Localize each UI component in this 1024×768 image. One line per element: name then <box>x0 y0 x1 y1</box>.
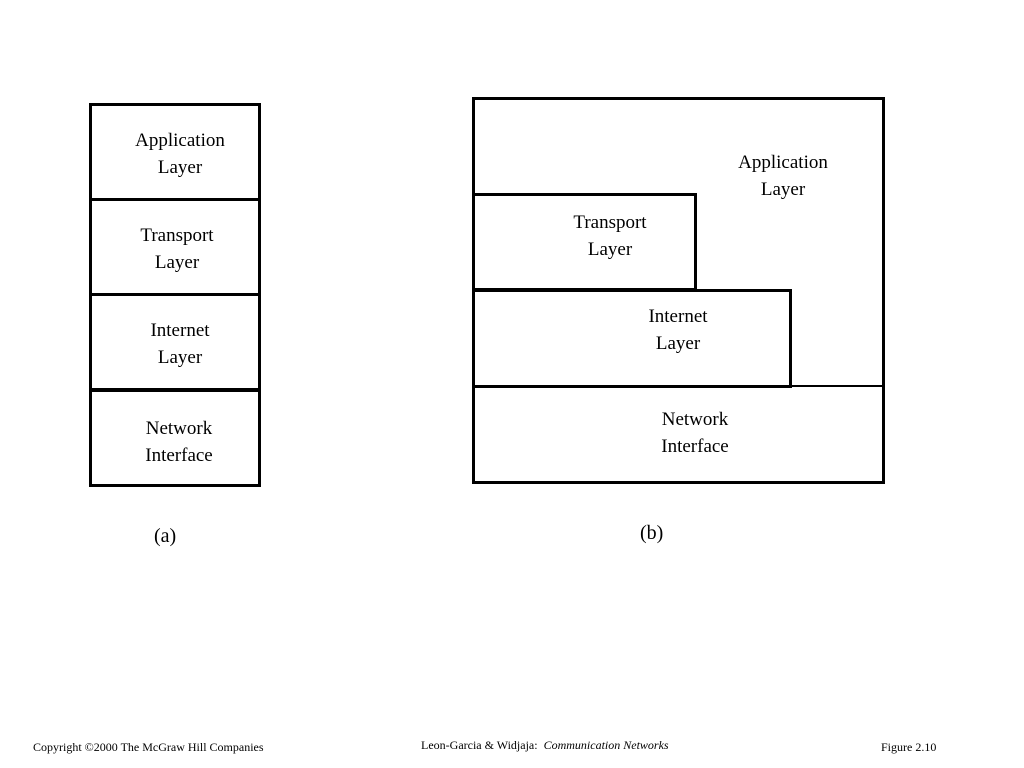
label-a-application: Application Layer <box>135 130 225 178</box>
label-a-network: Network Interface <box>145 418 213 466</box>
label-b-transport: Transport Layer <box>573 212 647 260</box>
layer-box-b-transport <box>472 193 697 291</box>
layer-box-b-network <box>472 385 885 484</box>
layer-box-transport <box>89 198 261 296</box>
caption-b: (b) <box>640 522 664 544</box>
label-a-transport: Transport Layer <box>140 225 214 273</box>
label-b-application: Application Layer <box>738 152 828 200</box>
label-b-internet: Internet Layer <box>648 306 708 354</box>
layer-box-application <box>89 103 261 201</box>
layer-box-b-internet <box>472 289 792 388</box>
footer-book-title: Communication Networks <box>543 738 669 752</box>
label-b-network: Network Interface <box>661 409 729 457</box>
footer-citation: Leon-Garcia & Widjaja: Communication Net… <box>421 738 669 753</box>
footer-copyright: Copyright ©2000 The McGraw Hill Companie… <box>33 740 264 754</box>
footer-figure-number: Figure 2.10 <box>881 740 937 754</box>
layer-box-network <box>89 389 261 487</box>
label-a-internet: Internet Layer <box>150 320 210 368</box>
caption-a: (a) <box>154 525 177 547</box>
footer-authors: Leon-Garcia & Widjaja: <box>421 738 544 752</box>
